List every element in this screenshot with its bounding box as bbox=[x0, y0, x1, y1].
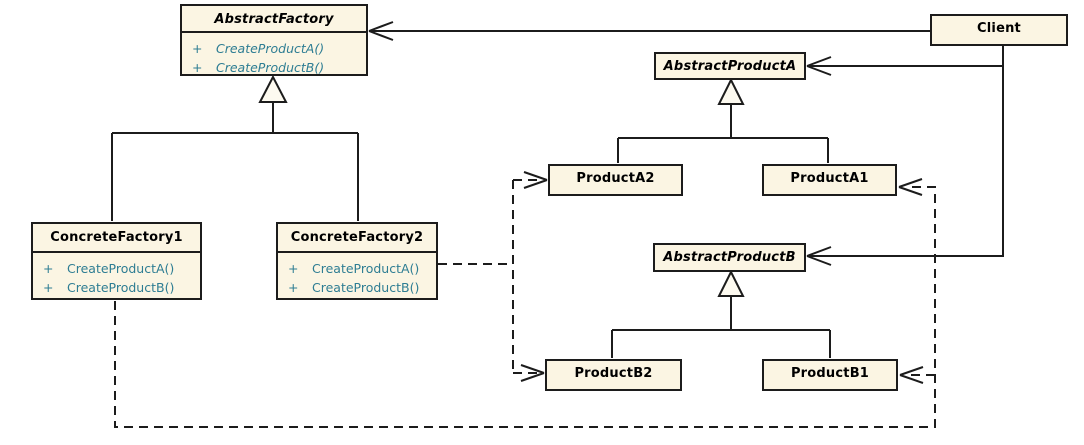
hollow-triangle-icon bbox=[717, 269, 745, 297]
method: + CreateProductA() bbox=[192, 41, 325, 56]
open-arrowhead-icon bbox=[898, 178, 923, 196]
open-arrowhead-icon bbox=[899, 366, 924, 384]
hollow-triangle-icon bbox=[258, 74, 288, 103]
open-arrowhead-icon bbox=[520, 364, 545, 382]
class-box-productb2[interactable]: ProductB2 bbox=[545, 359, 682, 391]
class-title: ProductB2 bbox=[574, 366, 653, 381]
method: + CreateProductB() bbox=[192, 60, 325, 75]
methods-compartment: + CreateProductA() + CreateProductB() bbox=[182, 31, 366, 81]
method: + CreateProductA() bbox=[288, 261, 420, 276]
class-title: AbstractProductA bbox=[663, 59, 797, 74]
method: + CreateProductB() bbox=[288, 280, 420, 295]
open-arrowhead-icon bbox=[806, 56, 832, 76]
open-arrowhead-icon bbox=[368, 21, 394, 41]
methods-compartment: + CreateProductA() + CreateProductB() bbox=[33, 251, 200, 301]
association-client-abstractproductb bbox=[806, 46, 1004, 266]
dependency-concretefactory2 bbox=[438, 171, 548, 382]
class-title: ConcreteFactory2 bbox=[290, 230, 424, 245]
class-box-productb1[interactable]: ProductB1 bbox=[762, 359, 898, 391]
association-client-abstractproducta bbox=[806, 56, 1003, 76]
class-title: AbstractProductB bbox=[663, 250, 796, 265]
generalization-products-b bbox=[611, 269, 831, 358]
class-box-producta2[interactable]: ProductA2 bbox=[548, 164, 683, 196]
class-title: ConcreteFactory1 bbox=[50, 230, 183, 245]
class-box-concretefactory1[interactable]: ConcreteFactory1 + CreateProductA() + Cr… bbox=[31, 222, 202, 300]
generalization-factories bbox=[111, 74, 359, 221]
class-title: Client bbox=[977, 21, 1021, 36]
class-box-abstractproductb[interactable]: AbstractProductB bbox=[653, 243, 806, 272]
open-arrowhead-icon bbox=[806, 246, 832, 266]
hollow-triangle-icon bbox=[717, 77, 745, 105]
generalization-products-a bbox=[617, 77, 829, 163]
dependency-concretefactory1 bbox=[114, 178, 936, 428]
class-box-abstractproducta[interactable]: AbstractProductA bbox=[654, 52, 806, 80]
class-box-producta1[interactable]: ProductA1 bbox=[762, 164, 897, 196]
method: + CreateProductB() bbox=[43, 280, 175, 295]
association-client-abstractfactory bbox=[368, 21, 930, 41]
class-box-abstractfactory[interactable]: AbstractFactory + CreateProductA() + Cre… bbox=[180, 4, 368, 76]
class-box-client[interactable]: Client bbox=[930, 14, 1068, 46]
method: + CreateProductA() bbox=[43, 261, 175, 276]
methods-compartment: + CreateProductA() + CreateProductB() bbox=[278, 251, 436, 301]
class-box-concretefactory2[interactable]: ConcreteFactory2 + CreateProductA() + Cr… bbox=[276, 222, 438, 300]
class-title: ProductA1 bbox=[790, 171, 869, 186]
class-title: ProductA2 bbox=[576, 171, 655, 186]
open-arrowhead-icon bbox=[523, 171, 548, 189]
class-title: ProductB1 bbox=[790, 366, 870, 381]
class-title: AbstractFactory bbox=[214, 12, 334, 27]
